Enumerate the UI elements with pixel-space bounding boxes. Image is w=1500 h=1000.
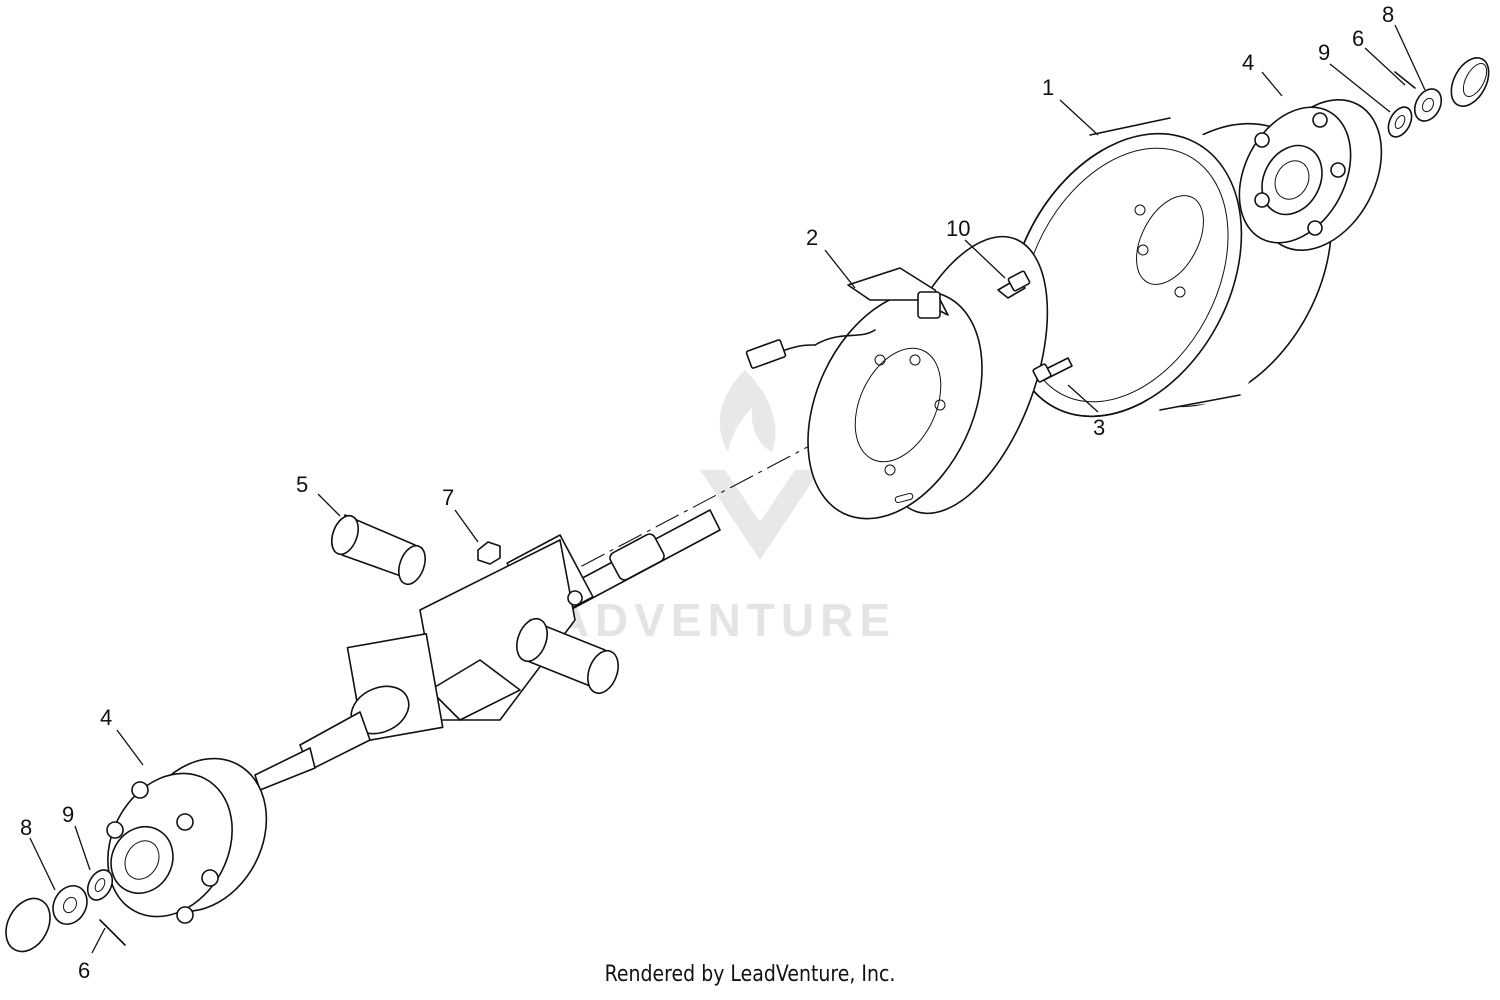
callout-2: 2 bbox=[806, 225, 818, 250]
callout-leaders bbox=[29, 24, 1426, 954]
brake-backing-plate bbox=[745, 235, 1049, 520]
callout-8-left: 8 bbox=[20, 815, 32, 840]
castle-nut-left bbox=[52, 885, 88, 925]
callout-6-left: 6 bbox=[78, 958, 90, 983]
callout-5: 5 bbox=[296, 472, 308, 497]
cotter-pin-left bbox=[99, 919, 126, 946]
callout-3: 3 bbox=[1093, 415, 1105, 440]
callout-10: 10 bbox=[946, 216, 970, 241]
cotter-pin-right bbox=[1394, 71, 1416, 89]
footer-credit: Rendered by LeadVenture, Inc. bbox=[604, 962, 896, 987]
spacer-tube bbox=[331, 514, 359, 556]
wheel-hub-left bbox=[106, 757, 268, 924]
wheel-hub-right bbox=[1238, 98, 1383, 252]
mounting-bolt-lower bbox=[1032, 357, 1073, 383]
washer-left bbox=[86, 869, 114, 901]
callout-4-left: 4 bbox=[100, 705, 112, 730]
callout-8-right: 8 bbox=[1382, 2, 1394, 27]
mounting-bolt-upper bbox=[997, 270, 1031, 299]
callout-4-right: 4 bbox=[1242, 50, 1254, 75]
washer-right bbox=[1387, 106, 1413, 138]
callout-9-left: 9 bbox=[62, 802, 74, 827]
axle-housing bbox=[254, 509, 721, 791]
callout-9-right: 9 bbox=[1318, 40, 1330, 65]
dust-cap-left bbox=[5, 897, 51, 953]
flange-nut bbox=[477, 541, 501, 565]
callout-6-right: 6 bbox=[1352, 26, 1364, 51]
dust-cap-right bbox=[1450, 57, 1490, 107]
callouts: 1 2 3 4 4 5 6 6 7 8 8 9 9 10 bbox=[20, 2, 1394, 983]
brake-wire-connector bbox=[745, 339, 787, 369]
callout-1: 1 bbox=[1042, 75, 1054, 100]
castle-nut-right bbox=[1413, 88, 1443, 122]
callout-7: 7 bbox=[442, 485, 454, 510]
